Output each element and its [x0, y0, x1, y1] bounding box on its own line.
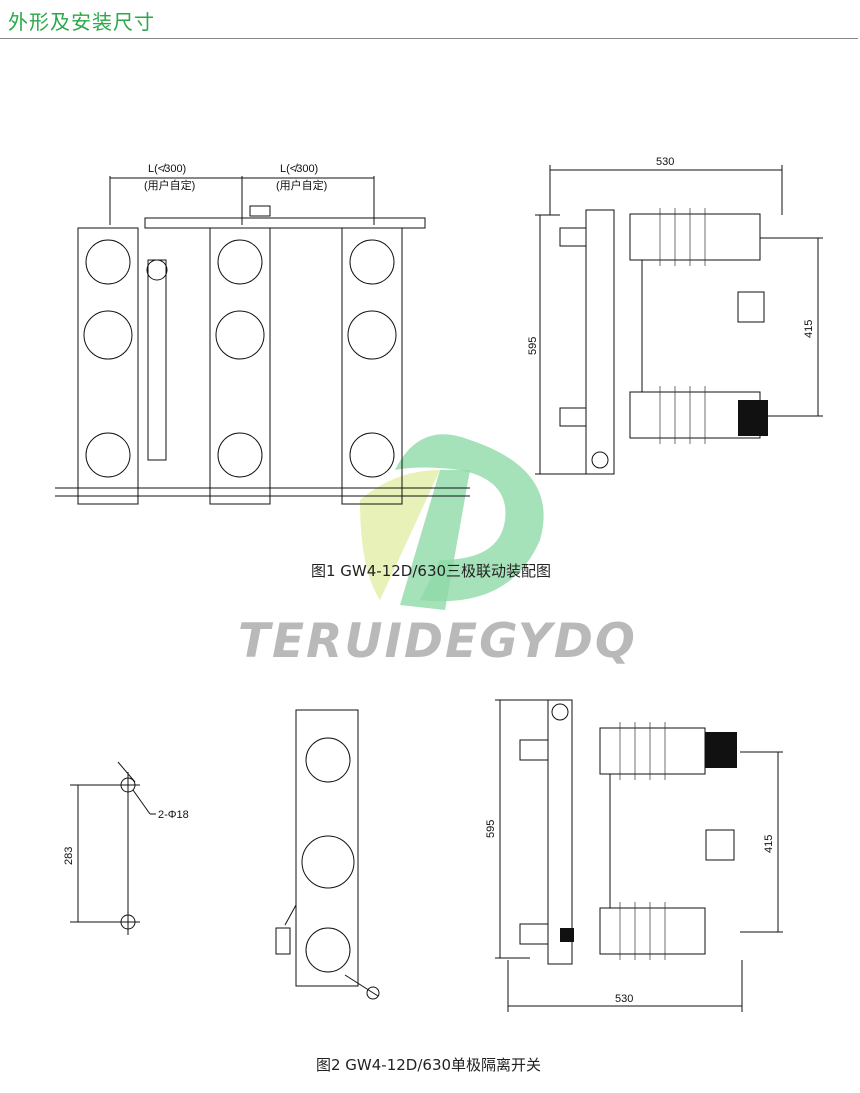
pole-3 [341, 227, 403, 505]
pole-2 [209, 227, 271, 505]
fig2-side-height: 595 [485, 820, 497, 838]
hole-spacing: 283 [63, 847, 75, 865]
hole-label: 2-Φ18 [158, 809, 189, 821]
pole-1 [77, 227, 139, 505]
fig1-side-height: 595 [527, 337, 539, 355]
dim-l-right-sub: (用户自定) [276, 178, 327, 192]
fig2-side-span: 415 [763, 835, 775, 853]
watermark-text: TERUIDEGYDQ [238, 614, 637, 669]
fig2-side-width: 530 [615, 993, 633, 1005]
dim-l-right: L(≮300) [280, 163, 318, 175]
page-title: 外形及安装尺寸 [8, 10, 155, 34]
dim-l-left: L(≮300) [148, 163, 186, 175]
dim-l-left-sub: (用户自定) [144, 178, 195, 192]
fig1-side-span: 415 [803, 320, 815, 338]
fig1-side-width: 530 [656, 156, 674, 168]
figure2-caption: 图2 GW4-12D/630单极隔离开关 [316, 1056, 542, 1074]
header-divider [0, 38, 858, 39]
figure1-caption: 图1 GW4-12D/630三极联动装配图 [311, 562, 552, 580]
